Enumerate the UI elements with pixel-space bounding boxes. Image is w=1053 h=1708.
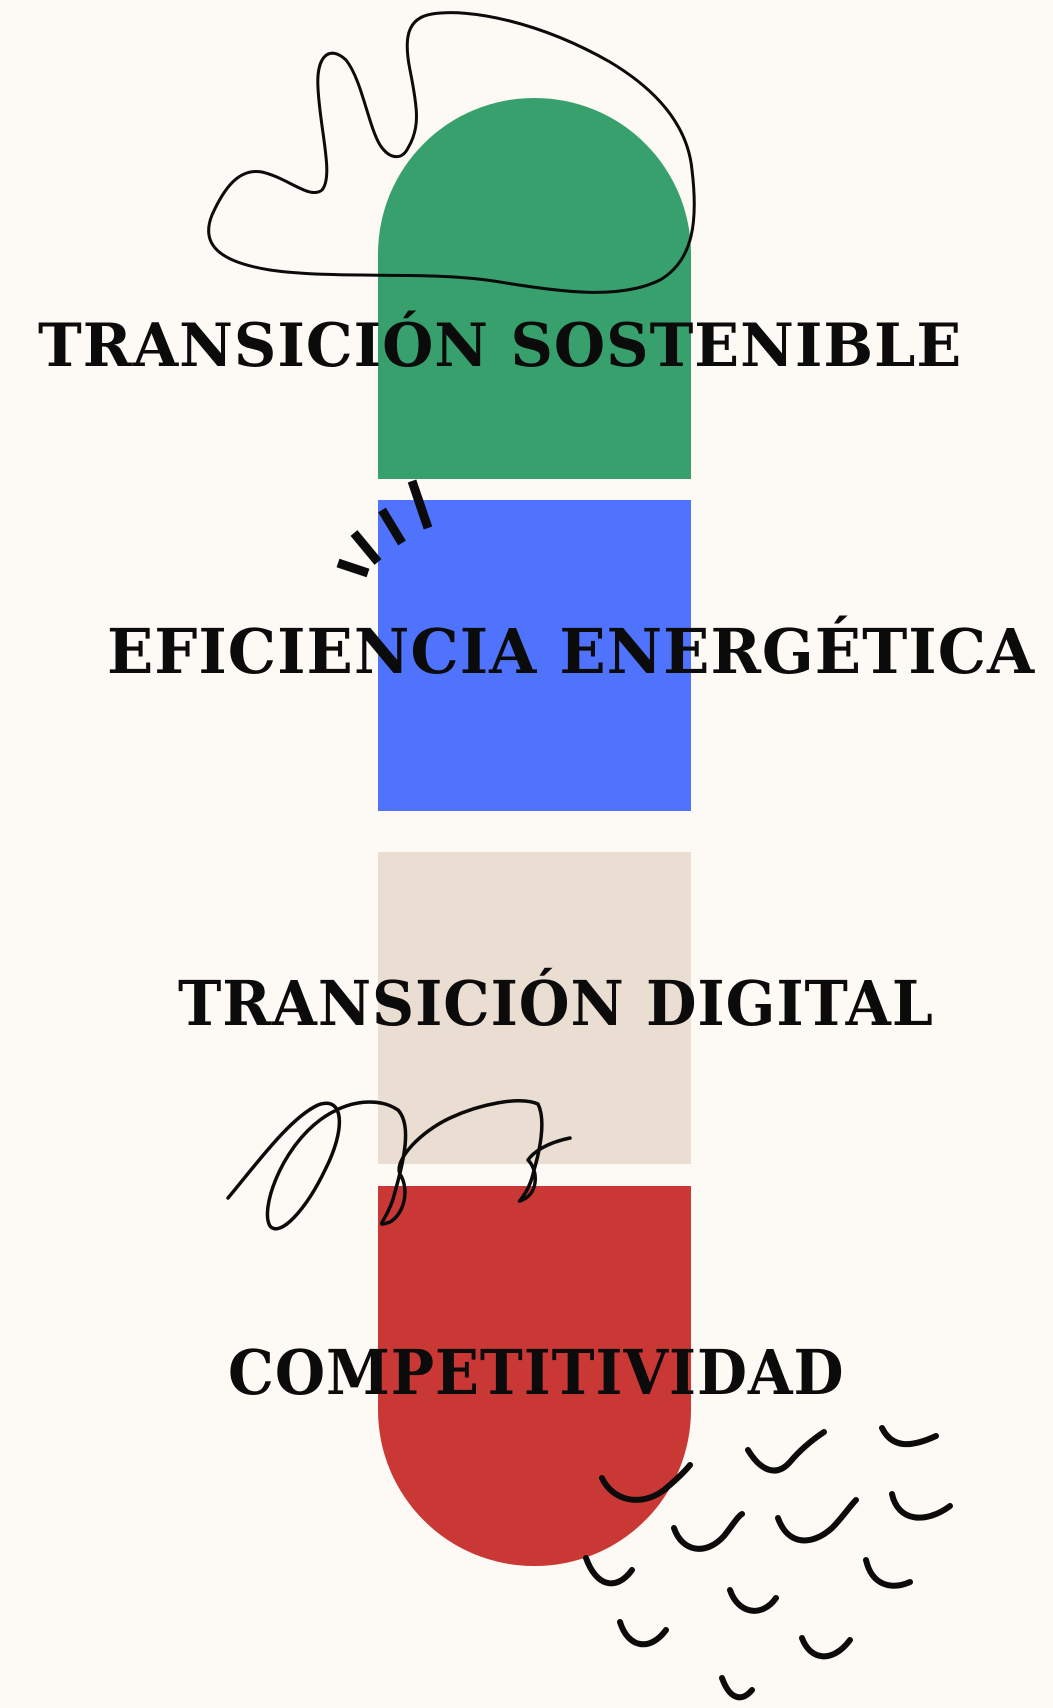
label-competitividad: COMPETITIVIDAD bbox=[228, 1336, 845, 1409]
label-transicion-sostenible: TRANSICIÓN SOSTENIBLE bbox=[38, 311, 963, 381]
blue-block bbox=[378, 500, 691, 811]
green-block bbox=[378, 98, 691, 479]
label-eficiencia-energetica: EFICIENCIA ENERGÉTICA bbox=[107, 615, 1036, 688]
label-transicion-digital: TRANSICIÓN DIGITAL bbox=[178, 967, 934, 1040]
